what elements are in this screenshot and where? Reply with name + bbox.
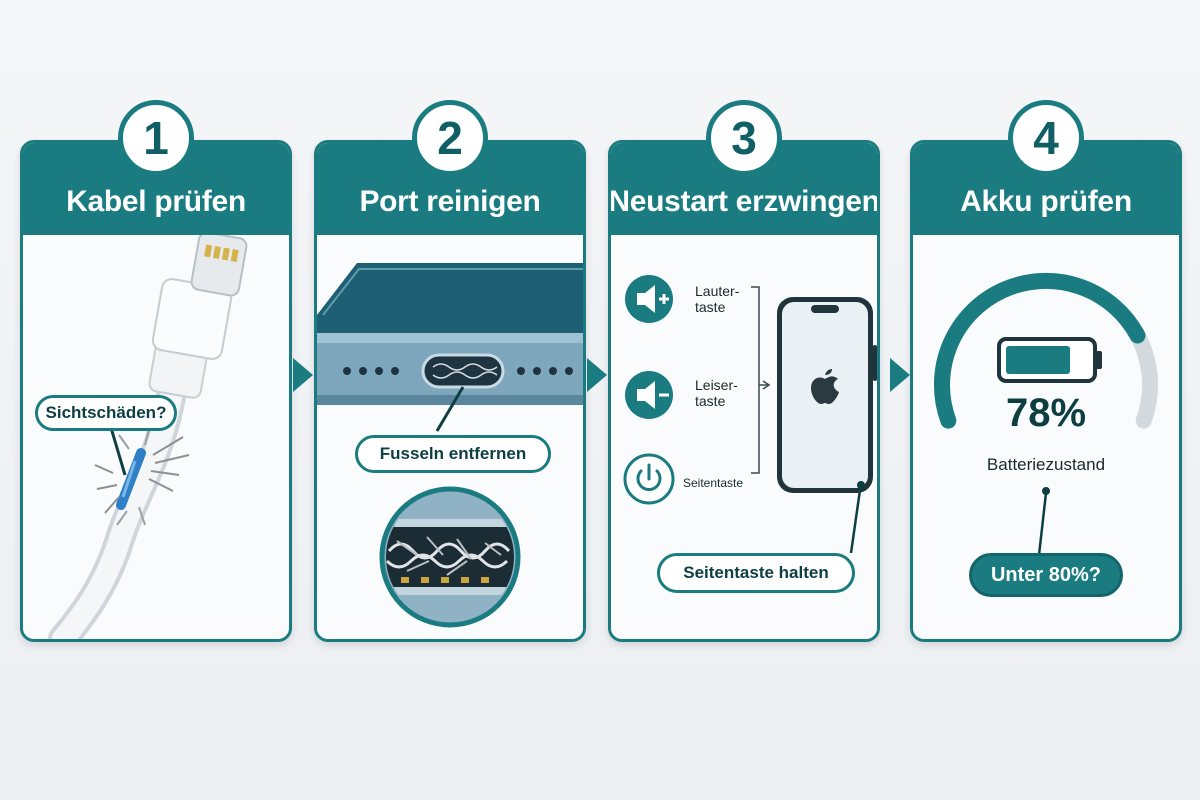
button-label-volume-down: Leiser- taste [695,377,738,409]
step-number-1: 1 [118,100,194,176]
phone-port-illustration [317,263,583,628]
callout-hold-side-button: Seitentaste halten [657,553,855,593]
step-title-4: Akku prüfen [960,185,1132,218]
power-icon [623,453,675,505]
battery-gauge-illustration [934,272,1158,556]
battery-icon [997,337,1102,383]
step-number-3: 3 [706,100,782,176]
force-restart-illustration [623,275,877,554]
step-number-2: 2 [412,100,488,176]
step-card-2: Port reinigen [314,140,586,642]
step-title-2: Port reinigen [359,185,541,218]
lightning-cable-illustration [48,235,248,639]
button-label-side: Seitentaste [683,476,744,490]
step-card-3: Neustart erzwingen [608,140,880,642]
step-body-1 [23,235,289,639]
button-label-volume-up: Lauter- taste [695,283,740,315]
volume-down-icon [625,371,673,419]
step-header-2: Port reinigen [317,143,583,235]
callout-visible-damage: Sichtschäden? [35,395,177,431]
step-title-3: Neustart erzwingen [608,185,880,218]
volume-up-icon [625,275,673,323]
step-card-4: Akku prüfen 78% Batteriezustand Unter 80… [910,140,1182,642]
flow-arrow-3 [890,358,910,392]
flow-arrow-2 [587,358,607,392]
battery-health-label: Batteriezustand [986,455,1106,474]
step-header-3: Neustart erzwingen [611,143,877,235]
step-number-4: 4 [1008,100,1084,176]
callout-remove-lint: Fusseln entfernen [355,435,551,473]
step-title-1: Kabel prüfen [66,185,246,218]
step-card-1: Kabel prüfen Sich [20,140,292,642]
battery-percent: 78% [1005,391,1087,435]
flow-arrow-1 [293,358,313,392]
step-header-4: Akku prüfen [913,143,1179,235]
callout-below-80: Unter 80%? [969,553,1123,597]
